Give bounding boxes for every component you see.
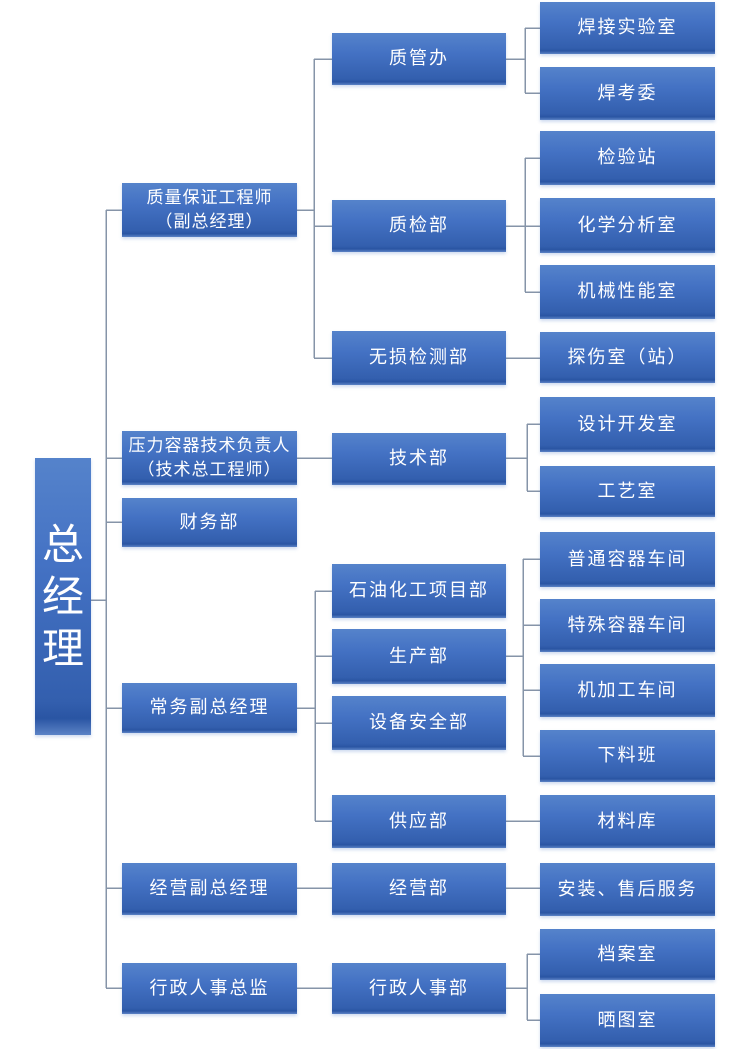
connector-root-trunk [91,209,122,989]
node-archive-room: 档案室 [540,929,715,980]
node-cutting-team: 下料班 [540,730,715,782]
node-ordinary-vessel-workshop: 普通容器车间 [540,532,715,587]
node-general-manager: 总经理 [35,458,91,735]
node-inspection-station: 检验站 [540,131,715,185]
node-quality-mgmt-office: 质管办 [332,33,506,85]
node-chemical-analysis-room: 化学分析室 [540,198,715,253]
node-quality-inspection-dept: 质检部 [332,200,506,252]
node-equipment-safety-dept: 设备安全部 [332,696,506,750]
node-material-warehouse: 材料库 [540,795,715,848]
node-technology-dept: 技术部 [332,433,506,485]
node-hr-admin-director: 行政人事总监 [122,963,297,1014]
node-production-dept: 生产部 [332,629,506,684]
node-welding-lab: 焊接实验室 [540,2,715,54]
node-petrochemical-project-dept: 石油化工项目部 [332,564,506,618]
node-blueprint-room: 晒图室 [540,994,715,1047]
node-ndt-dept: 无损检测部 [332,331,506,385]
connector-prod-group [506,558,540,757]
node-supply-dept: 供应部 [332,795,506,848]
node-qa-engineer-line2: （副总经理） [155,212,264,231]
node-qa-engineer-line1: 质量保证工程师 [146,188,273,207]
node-business-deputy-gm: 经营副总经理 [122,863,297,915]
connector-exec-group [297,590,332,822]
node-process-room: 工艺室 [540,466,715,517]
node-executive-deputy-gm: 常务副总经理 [122,683,297,733]
node-mechanical-property-room: 机械性能室 [540,265,715,319]
node-pressure-vessel-line1: 压力容器技术负责人 [128,436,291,455]
node-pressure-vessel-line2: （技术总工程师） [137,460,282,479]
connector-qc-group [506,157,540,293]
node-flaw-detection-room: 探伤室（站） [540,332,715,383]
connector-qa-group [297,58,332,359]
connector-hradmin-group [506,953,540,1021]
node-qa-engineer-deputy-gm: 质量保证工程师 （副总经理） [122,183,297,237]
node-finance-dept: 财务部 [122,498,297,547]
node-installation-aftersales-service: 安装、售后服务 [540,863,715,916]
node-welding-exam-committee: 焊考委 [540,67,715,120]
connector-qmo-group [506,27,540,94]
node-special-vessel-workshop: 特殊容器车间 [540,599,715,652]
node-hr-admin-dept: 行政人事部 [332,963,506,1014]
connector-tech-group [506,423,540,492]
node-design-development-room: 设计开发室 [540,397,715,452]
node-machining-workshop: 机加工车间 [540,664,715,717]
node-operations-dept: 经营部 [332,863,506,915]
node-pressure-vessel-tech-lead: 压力容器技术负责人 （技术总工程师） [122,431,297,485]
